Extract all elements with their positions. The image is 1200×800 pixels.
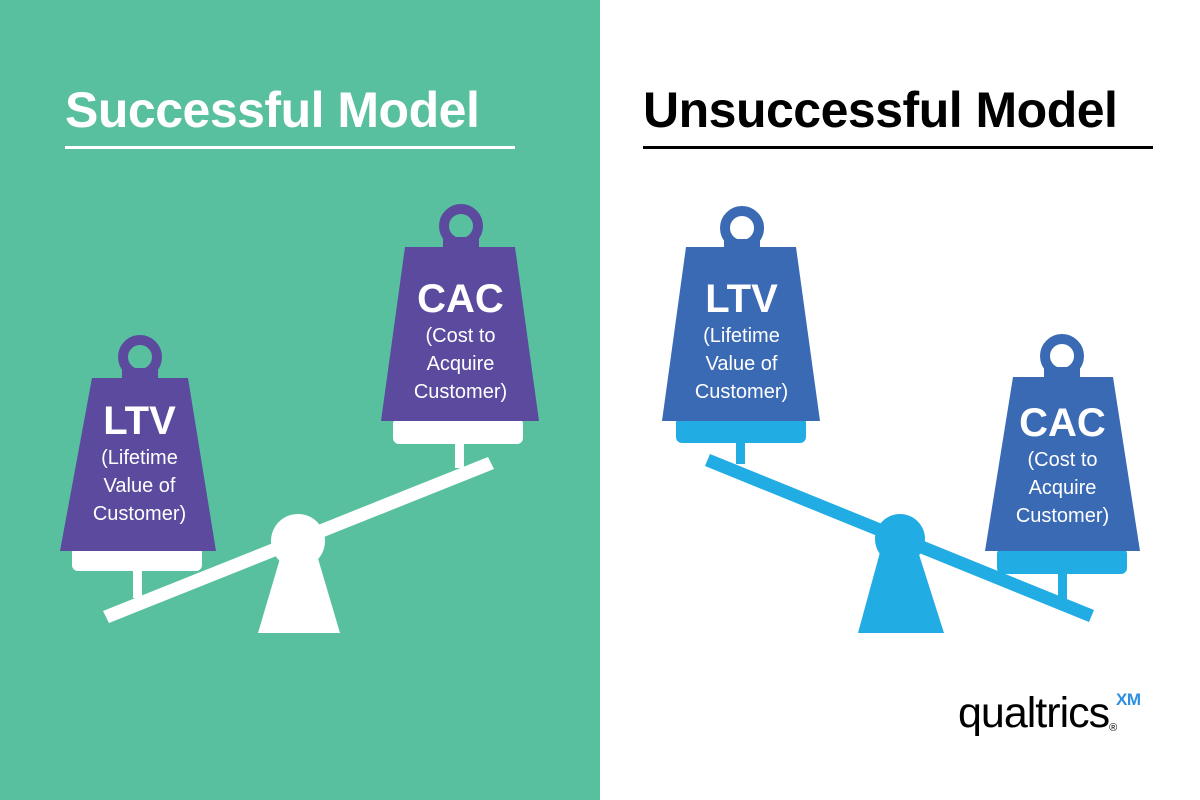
weight-subtitle-line: Acquire (985, 474, 1140, 502)
ltv-weight-post (133, 568, 142, 598)
logo-xm-mark: XM (1116, 690, 1141, 710)
weight-subtitle-line: Customer) (62, 500, 217, 528)
unsuccessful-ltv-label: LTV (Lifetime Value of Customer) (664, 276, 819, 406)
seesaw-pivot (271, 514, 325, 568)
weight-subtitle-line: Value of (664, 350, 819, 378)
seesaw-pivot (875, 514, 925, 564)
weight-subtitle-line: Customer) (985, 502, 1140, 530)
weight-subtitle-line: Customer) (383, 378, 538, 406)
weight-subtitle-line: (Lifetime (664, 322, 819, 350)
successful-ltv-label: LTV (Lifetime Value of Customer) (62, 398, 217, 528)
cac-weight-plate (393, 418, 523, 444)
unsuccessful-cac-label: CAC (Cost to Acquire Customer) (985, 400, 1140, 530)
weight-title: LTV (62, 398, 217, 444)
weight-subtitle-line: Value of (62, 472, 217, 500)
weight-subtitle-line: (Cost to (985, 446, 1140, 474)
weight-subtitle-line: Acquire (383, 350, 538, 378)
weight-title: LTV (664, 276, 819, 322)
qualtrics-logo: qualtrics® XM (958, 688, 1117, 738)
logo-wordmark: qualtrics (958, 689, 1109, 737)
weight-subtitle-line: (Cost to (383, 322, 538, 350)
weight-title: CAC (985, 400, 1140, 446)
weight-subtitle-line: Customer) (664, 378, 819, 406)
cac-weight-plate (997, 548, 1127, 574)
cac-weight-post (1058, 570, 1067, 600)
logo-registered-mark: ® (1109, 722, 1117, 734)
weight-subtitle-line: (Lifetime (62, 444, 217, 472)
weight-title: CAC (383, 276, 538, 322)
successful-cac-label: CAC (Cost to Acquire Customer) (383, 276, 538, 406)
